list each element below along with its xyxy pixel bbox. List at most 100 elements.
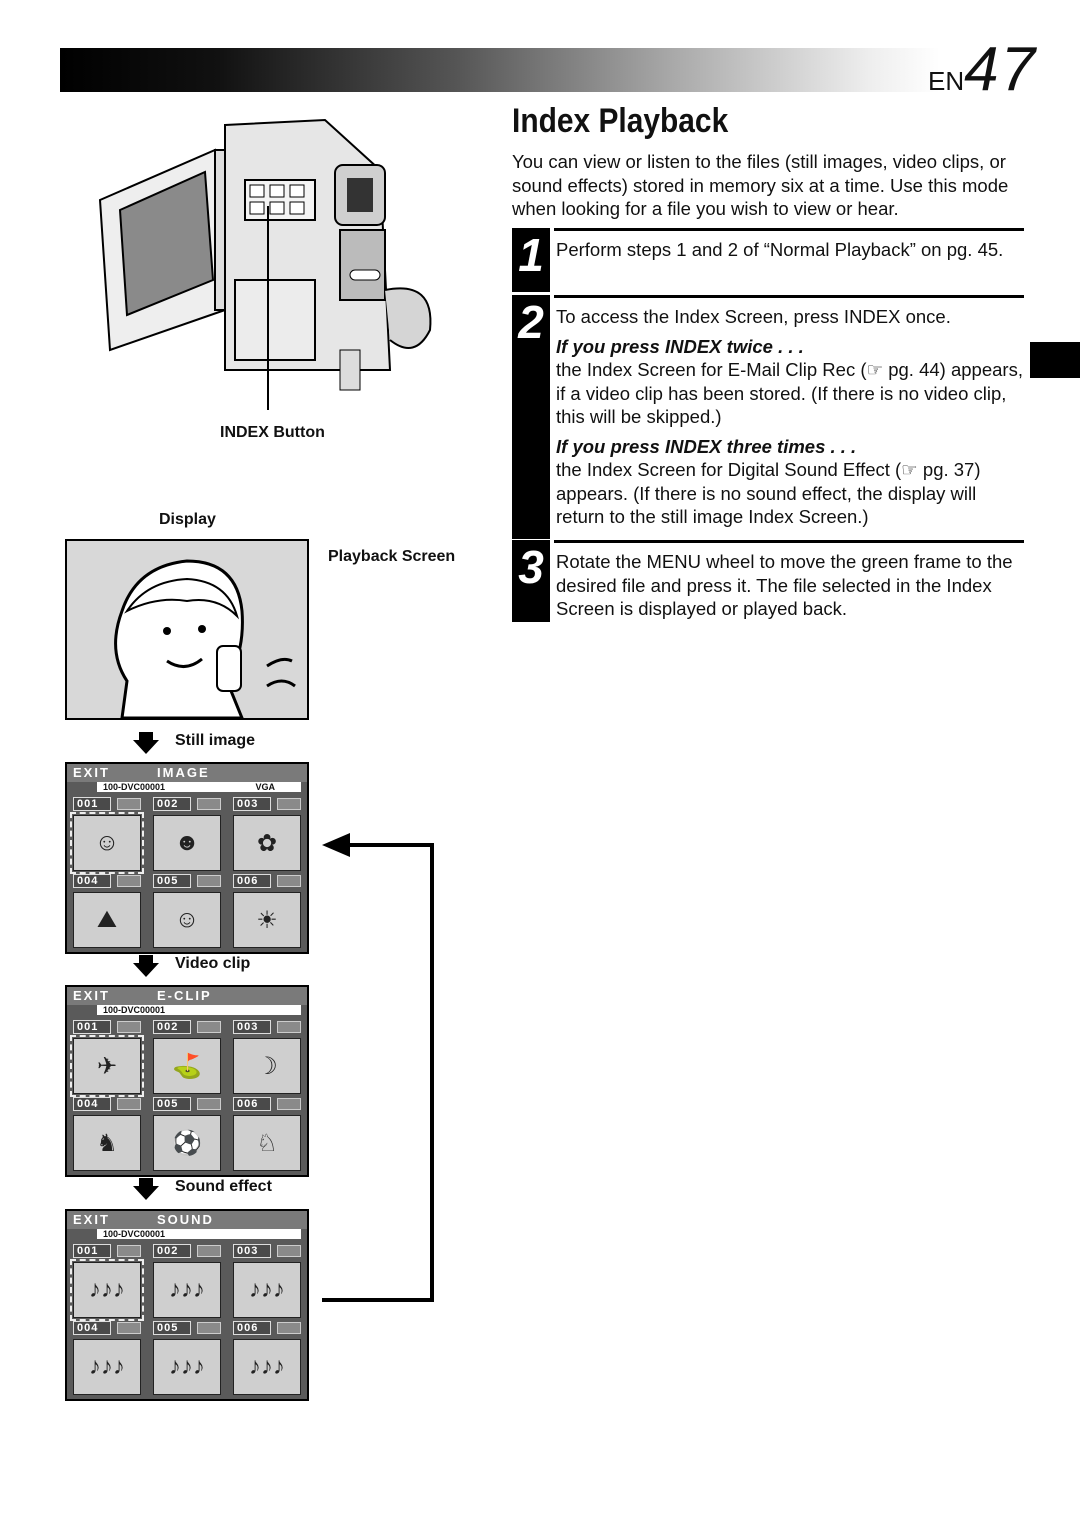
index-cell[interactable]: 006♪♪♪: [233, 1318, 303, 1395]
index-cell[interactable]: 003 ✿: [233, 794, 303, 871]
folder-text: 100-DVC00001: [103, 1229, 166, 1239]
music-notes-icon: ♪♪♪: [73, 1339, 141, 1395]
folder-name: 100-DVC00001: [97, 1005, 301, 1015]
index-cell[interactable]: 002 ☻: [153, 794, 223, 871]
folder-name: 100-DVC00001 VGA: [97, 782, 301, 792]
index-screen-eclip: EXIT E-CLIP 100-DVC00001 001✈ 002⛳ 003☽ 0…: [65, 985, 309, 1177]
index-cell[interactable]: 004 ⛰: [73, 871, 143, 948]
step-text: To access the Index Screen, press INDEX …: [556, 306, 951, 327]
step-3: 3 Rotate the MENU wheel to move the gree…: [512, 540, 1024, 622]
step-2: 2 To access the Index Screen, press INDE…: [512, 295, 1024, 539]
arrow-down-icon: [133, 1178, 159, 1200]
index-cell[interactable]: 004 ♞: [73, 1094, 143, 1171]
thumbnail: ⛰: [73, 892, 141, 948]
display-label: Display: [159, 511, 216, 528]
index-cell[interactable]: 003☽: [233, 1017, 303, 1094]
index-cell[interactable]: 002⛳: [153, 1017, 223, 1094]
thumbnail: ☽: [233, 1038, 301, 1094]
arrow-down-icon: [133, 732, 159, 754]
folder-name: 100-DVC00001: [97, 1229, 301, 1239]
step-rule: [554, 295, 1024, 298]
file-number: 003: [233, 1244, 271, 1258]
index-cell[interactable]: 002 ♪♪♪: [153, 1241, 223, 1318]
camcorder-illustration: [98, 118, 432, 410]
folder-text: 100-DVC00001: [103, 782, 166, 792]
step-text: Rotate the MENU wheel to move the green …: [556, 551, 1013, 619]
exit-label: EXIT: [73, 765, 110, 780]
step-subtext: the Index Screen for E-Mail Clip Rec (☞ …: [556, 359, 1023, 427]
mode-label: IMAGE: [157, 765, 210, 780]
file-number: 004: [73, 1321, 111, 1335]
music-notes-icon: ♪♪♪: [153, 1262, 221, 1318]
file-number: 001: [73, 1244, 111, 1258]
arrow-down-icon: [133, 955, 159, 977]
file-number: 002: [153, 797, 191, 811]
step-subtitle: If you press INDEX three times . . .: [556, 435, 857, 457]
file-number: 003: [233, 797, 271, 811]
file-number: 002: [153, 1020, 191, 1034]
file-number: 001: [73, 797, 111, 811]
thumbnail: ✿: [233, 815, 301, 871]
exit-label: EXIT: [73, 1212, 110, 1227]
music-notes-icon: ♪♪♪: [153, 1339, 221, 1395]
woman-drinking-illustration: [114, 559, 296, 718]
file-number: 001: [73, 1020, 111, 1034]
section-tab: [1030, 342, 1080, 378]
still-image-label: Still image: [175, 732, 256, 749]
folder-text: 100-DVC00001: [103, 1005, 166, 1015]
file-number: 004: [73, 874, 111, 888]
music-notes-icon: ♪♪♪: [233, 1262, 301, 1318]
thumbnail: ☺: [153, 892, 221, 948]
index-cell[interactable]: 005 ♪♪♪: [153, 1318, 223, 1395]
return-arrow-icon: [322, 833, 434, 1302]
page-num: 47: [964, 35, 1038, 104]
step-body: To access the Index Screen, press INDEX …: [556, 305, 1024, 529]
step-number: 1: [512, 228, 550, 292]
playback-display: [65, 539, 309, 720]
file-number: 004: [73, 1097, 111, 1111]
thumbnail: ♞: [73, 1115, 141, 1171]
thumbnail: ☺: [70, 812, 144, 874]
step-number: 3: [512, 540, 550, 622]
thumbnail: ♘: [233, 1115, 301, 1171]
mode-label: SOUND: [157, 1212, 214, 1227]
resolution: VGA: [255, 782, 275, 792]
file-number: 005: [153, 874, 191, 888]
index-cell[interactable]: 001✈: [70, 1017, 144, 1097]
index-cell[interactable]: 005⚽: [153, 1094, 223, 1171]
step-rule: [554, 228, 1024, 231]
step-text: Perform steps 1 and 2 of “Normal Playbac…: [556, 239, 1004, 260]
file-number: 006: [233, 1097, 271, 1111]
index-cell[interactable]: 006 ♘: [233, 1094, 303, 1171]
index-cell[interactable]: 005 ☺: [153, 871, 223, 948]
screen-header: EXIT E-CLIP: [67, 987, 307, 1005]
page-title: Index Playback: [512, 102, 729, 140]
exit-label: EXIT: [73, 988, 110, 1003]
file-number: 002: [153, 1244, 191, 1258]
thumbnail: ☻: [153, 815, 221, 871]
file-number: 005: [153, 1321, 191, 1335]
index-cell[interactable]: 006☀: [233, 871, 303, 948]
video-clip-label: Video clip: [175, 955, 251, 972]
file-number: 005: [153, 1097, 191, 1111]
page-number: EN47: [928, 34, 1037, 105]
playback-screen-label: Playback Screen: [328, 548, 456, 565]
music-notes-icon: ♪♪♪: [70, 1259, 144, 1321]
sound-effect-label: Sound effect: [175, 1178, 272, 1195]
music-notes-icon: ♪♪♪: [233, 1339, 301, 1395]
screen-header: EXIT SOUND: [67, 1211, 307, 1229]
step-subtext: the Index Screen for Digital Sound Effec…: [556, 459, 981, 527]
index-cell[interactable]: 003 ♪♪♪: [233, 1241, 303, 1318]
index-cell[interactable]: 001☺: [70, 794, 144, 874]
thumbnail: ✈: [70, 1035, 144, 1097]
index-cell[interactable]: 004 ♪♪♪: [73, 1318, 143, 1395]
header-band: [60, 48, 940, 92]
step-1: 1 Perform steps 1 and 2 of “Normal Playb…: [512, 228, 1024, 292]
mode-label: E-CLIP: [157, 988, 212, 1003]
index-cell[interactable]: 001♪♪♪: [70, 1241, 144, 1321]
file-number: 006: [233, 874, 271, 888]
step-number: 2: [512, 295, 550, 539]
language-prefix: EN: [928, 66, 965, 96]
